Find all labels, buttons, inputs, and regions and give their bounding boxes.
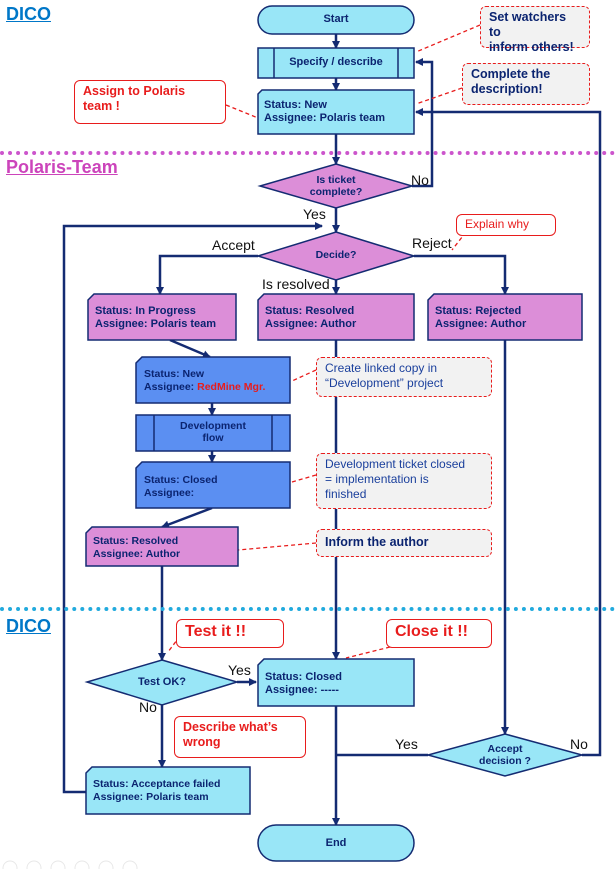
callout-dev-closed-line1: Development ticket closed: [325, 457, 466, 471]
lane-title-polaris: Polaris-Team: [6, 157, 118, 177]
callout-linked-copy-line1: Create linked copy in: [325, 361, 438, 375]
edge-label-yes-complete: Yes: [303, 206, 326, 222]
callout-describe-wrong: Describe what’s wrong: [174, 716, 306, 758]
resolved-left-status: Status: Resolved: [93, 535, 179, 547]
dev-new-status: Status: New: [144, 368, 205, 380]
callout-assign-polaris: Assign to Polaris team !: [74, 80, 226, 124]
callout-complete-description-line2: description!: [471, 82, 543, 96]
callout-set-watchers-line2: inform others!: [489, 40, 574, 54]
status-new-box: [257, 89, 415, 135]
dev-flow-line1: Development: [180, 420, 246, 432]
decide-diamond: [255, 231, 417, 281]
resolved-author-box: [257, 293, 415, 341]
lane-separator-polaris: [0, 151, 615, 155]
callout-assign-polaris-line2: team !: [83, 99, 120, 113]
in-progress-box: [87, 293, 237, 341]
callout-set-watchers: Set watchers to inform others!: [480, 6, 590, 54]
resolved-left-box: [85, 526, 239, 567]
dev-flow-text: Development flow: [154, 420, 272, 444]
callout-describe-wrong-line2: wrong: [183, 735, 221, 749]
resolved-mid-assignee: Assignee: Author: [265, 318, 357, 330]
specify-process-box: [257, 47, 415, 79]
accept-decision-diamond: [425, 733, 585, 777]
specify-label: Specify / describe: [289, 56, 383, 68]
accept-decision-line2: decision ?: [479, 755, 531, 767]
callout-close-it: Close it !!: [386, 619, 492, 648]
closed-status: Status: Closed: [265, 671, 343, 683]
acceptance-failed-assignee: Assignee: Polaris team: [93, 791, 209, 803]
is-complete-text: Is ticket complete?: [290, 174, 382, 198]
callout-dev-closed-line3: finished: [325, 487, 367, 501]
accept-decision-line1: Accept: [487, 743, 523, 755]
callout-describe-wrong-line1: Describe what’s: [183, 720, 278, 734]
is-complete-line1: Is ticket: [316, 174, 356, 186]
edge-label-test-yes: Yes: [228, 662, 251, 678]
dev-new-assignee-prefix: Assignee:: [144, 381, 198, 393]
resolved-left-text: Status: Resolved Assignee: Author: [93, 535, 238, 561]
closed-text: Status: Closed Assignee: -----: [265, 671, 413, 697]
callout-dev-closed-line2: = implementation is: [325, 472, 429, 486]
acceptance-failed-box: [85, 766, 251, 815]
lane-title-dico-bottom: DICO: [6, 616, 51, 636]
test-ok-label: Test OK?: [137, 676, 187, 688]
start-terminal: [257, 5, 415, 35]
rejected-status: Status: Rejected: [435, 305, 522, 317]
in-progress-status: Status: In Progress: [95, 305, 196, 317]
callout-complete-description-line1: Complete the: [471, 67, 551, 81]
edge-label-is-resolved: Is resolved: [262, 276, 330, 292]
callout-complete-description: Complete the description!: [462, 63, 590, 105]
resolved-mid-text: Status: Resolved Assignee: Author: [265, 305, 413, 331]
closed-assignee: Assignee: -----: [265, 684, 339, 696]
end-terminal: [257, 824, 415, 862]
edge-label-decision-no: No: [570, 736, 588, 752]
callout-assign-polaris-line1: Assign to Polaris: [83, 84, 186, 98]
dev-new-assignee-value: RedMine Mgr.: [197, 381, 266, 393]
dev-closed-box: [135, 461, 291, 509]
in-progress-text: Status: In Progress Assignee: Polaris te…: [95, 305, 235, 331]
lane-title-dico-top: DICO: [6, 4, 51, 24]
callout-inform-author: Inform the author: [316, 529, 492, 557]
in-progress-assignee: Assignee: Polaris team: [95, 318, 217, 330]
status-closed-box: [257, 658, 415, 707]
callout-test-it: Test it !!: [176, 619, 284, 648]
resolved-mid-status: Status: Resolved: [265, 305, 355, 317]
edge-label-decision-yes: Yes: [395, 736, 418, 752]
dev-closed-text: Status: Closed Assignee:: [144, 474, 290, 500]
rejected-text: Status: Rejected Assignee: Author: [435, 305, 581, 331]
edge-label-test-no: No: [139, 699, 157, 715]
dev-flow-line2: flow: [202, 432, 224, 444]
is-complete-line2: complete?: [309, 186, 363, 198]
rejected-box: [427, 293, 583, 341]
test-ok-diamond: [84, 659, 240, 706]
start-label: Start: [323, 13, 349, 25]
edge-label-reject: Reject: [412, 235, 452, 251]
callout-dev-closed: Development ticket closed = implementati…: [316, 453, 492, 509]
callout-linked-copy: Create linked copy in “Development” proj…: [316, 357, 492, 397]
lane-separator-dico: [0, 607, 615, 611]
decide-label: Decide?: [315, 249, 357, 261]
edge-label-accept: Accept: [212, 237, 255, 253]
dev-closed-assignee: Assignee:: [144, 487, 195, 499]
decorative-dots: [2, 860, 138, 869]
acceptance-failed-status: Status: Acceptance failed: [93, 778, 221, 790]
callout-linked-copy-line2: “Development” project: [325, 376, 444, 390]
edge-label-no-complete: No: [411, 172, 429, 188]
callout-set-watchers-line1: Set watchers to: [489, 10, 567, 39]
status-new-assignee: Assignee: Polaris team: [264, 112, 386, 124]
dev-closed-status: Status: Closed: [144, 474, 218, 486]
dev-new-box: [135, 356, 291, 404]
acceptance-failed-text: Status: Acceptance failed Assignee: Pola…: [93, 778, 251, 804]
callout-explain-why: Explain why: [456, 214, 556, 236]
status-new-text: Status: New Assignee: Polaris team: [264, 99, 414, 125]
is-complete-diamond: [257, 163, 415, 209]
dev-new-assignee-line: Assignee: RedMine Mgr.: [144, 381, 290, 394]
development-flow-box: [135, 414, 291, 452]
dev-new-text: Status: New Assignee: RedMine Mgr.: [144, 368, 290, 394]
rejected-assignee: Assignee: Author: [435, 318, 527, 330]
resolved-left-assignee: Assignee: Author: [93, 548, 181, 560]
accept-decision-text: Accept decision ?: [455, 743, 555, 767]
end-label: End: [325, 837, 347, 849]
status-new-status: Status: New: [264, 99, 327, 111]
